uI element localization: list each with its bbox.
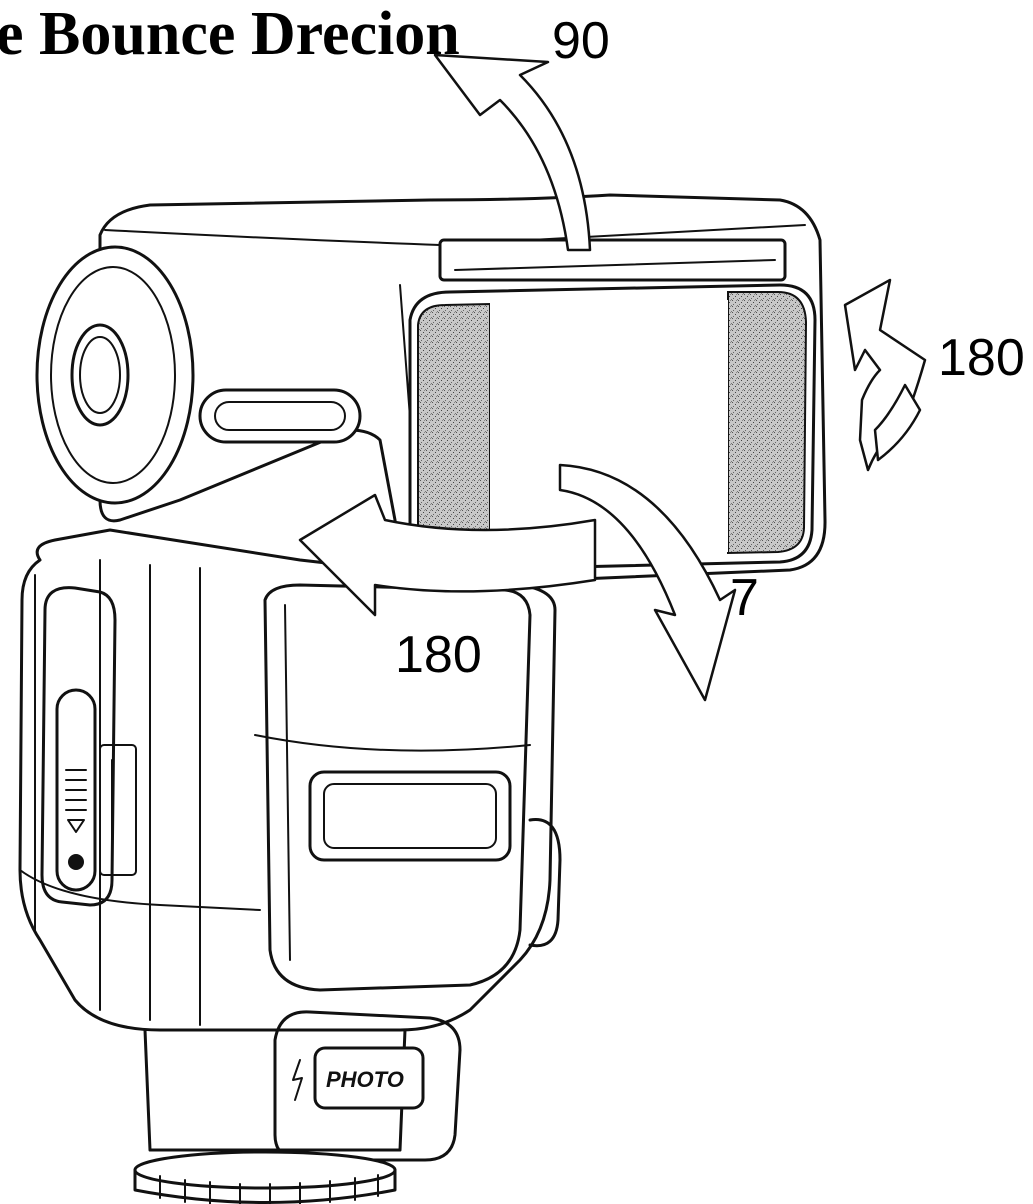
pivot-disk (35, 245, 195, 505)
hot-shoe-mount: PHOTO (133, 1010, 462, 1204)
diffuser-panel (408, 283, 817, 572)
rotate-left-arrow (298, 493, 597, 617)
tilt-up-arrow (433, 53, 592, 252)
tilt-down-arrow (558, 463, 737, 702)
angle-label-right: 180 (938, 329, 1025, 387)
angle-label-up: 90 (552, 12, 610, 70)
lock-slider (55, 688, 137, 892)
angle-label-left: 180 (395, 626, 482, 684)
catchlight-strip (438, 238, 787, 282)
flash-body (18, 528, 557, 1032)
head-slot (198, 388, 362, 444)
af-assist-window (308, 770, 512, 862)
battery-door (40, 586, 117, 907)
photo-logo-text: PHOTO (326, 1067, 404, 1092)
angle-label-down: 7 (730, 569, 759, 627)
photo-logo-plate (313, 1046, 425, 1110)
diagram-title: e Bounce Drecion (0, 0, 460, 68)
front-panel (254, 583, 562, 992)
lightning-icon (292, 1059, 303, 1101)
flash-head (35, 193, 827, 587)
